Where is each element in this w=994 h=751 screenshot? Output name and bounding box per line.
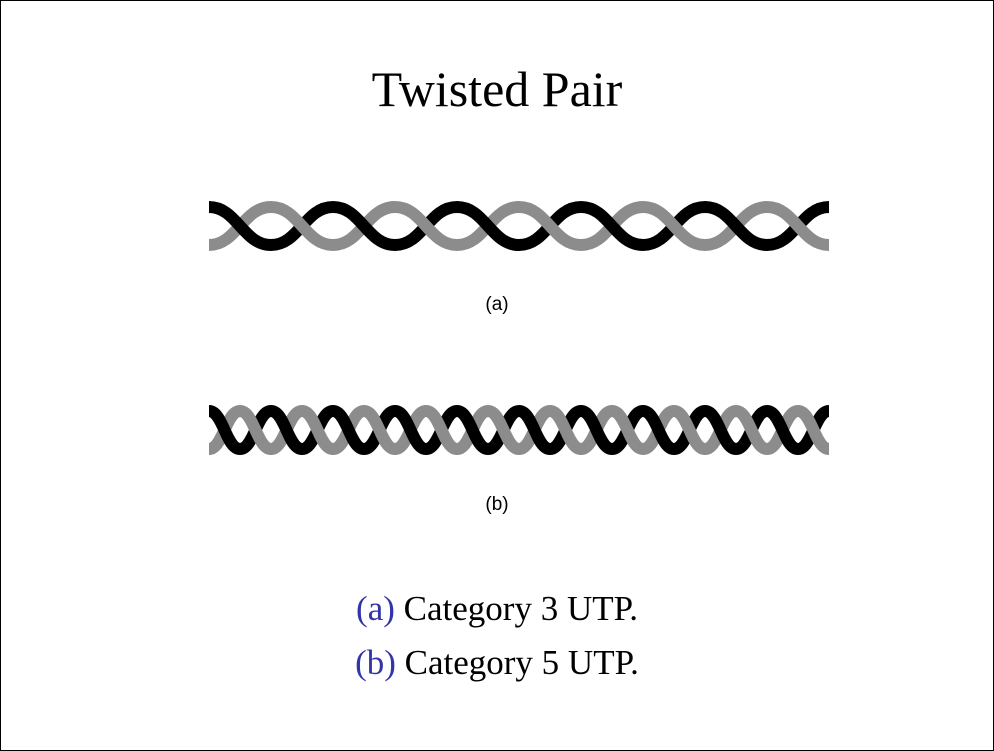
cable-b-wire-light-segment [424,405,459,455]
cable-b-wire-dark-segment [455,405,490,455]
twisted-pair-cable-a [209,201,829,251]
cable-b-wire-light-segment [548,405,583,455]
cable-b-wire-dark-segment [641,405,676,455]
cable-a-wire-light-segment [518,201,582,251]
slide-title: Twisted Pair [371,61,623,117]
cable-a-wire-dark-segment [209,201,272,251]
cable-a-wire-light-segment [270,201,334,251]
cable-b-wire-light-segment [734,405,769,455]
cable-b-wire-light-segment [610,405,645,455]
cable-b-wire-dark-segment [269,405,304,455]
cable-b-wire-dark-segment [765,405,800,455]
cable-b-wire-dark-segment [517,405,552,455]
cable-b-wire-dark-segment [579,405,614,455]
caption-line-a: (a) Category 3 UTP. [1,587,993,631]
cable-b-wire-light-segment [486,405,521,455]
caption-tag-a: (a) [356,589,395,628]
cable-a-wire-light-segment [394,201,458,251]
cable-a-wire-dark-segment [332,201,396,251]
figure-label-a: (a) [485,294,509,315]
cable-b-wire-light-segment [238,405,273,455]
caption-text-a: Category 3 UTP. [394,589,638,628]
caption-text-b: Category 5 UTP. [395,643,639,682]
cable-a-wire-light-segment [642,201,706,251]
cable-a-wire-dark-segment [580,201,644,251]
cable-b-wire-dark-segment [703,405,738,455]
cable-b-wire-light-segment [796,405,829,455]
cable-b-wire-dark-segment [331,405,366,455]
figure-label-b: (b) [485,494,509,515]
cable-b-wire-light-segment [300,405,335,455]
cable-b-wire-light-segment [362,405,397,455]
cable-a-wire-light-segment [766,201,829,251]
caption-line-b: (b) Category 5 UTP. [1,641,993,685]
cable-b-wire-light-segment [672,405,707,455]
twisted-pair-cable-b [209,405,829,455]
cable-a-wire-dark-segment [704,201,768,251]
cable-a-wire-dark-segment [456,201,520,251]
cable-b-wire-dark-segment [393,405,428,455]
cable-b-wire-dark-segment [209,405,242,455]
caption-tag-b: (b) [355,643,396,682]
